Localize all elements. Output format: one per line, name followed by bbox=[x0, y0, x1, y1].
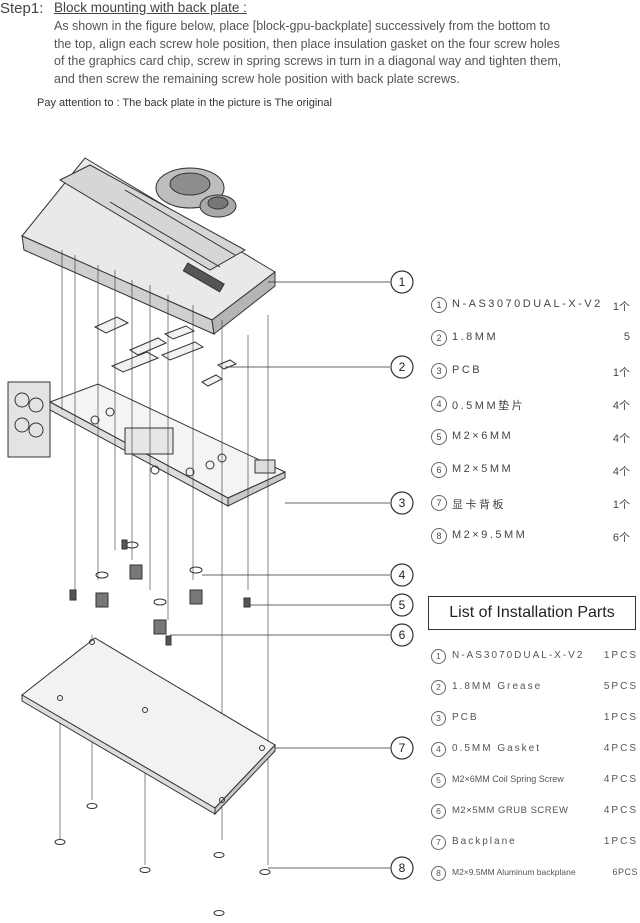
svg-text:8: 8 bbox=[399, 861, 406, 875]
list-item: 7 显卡背板 1个 bbox=[428, 493, 640, 513]
svg-text:3: 3 bbox=[399, 496, 406, 510]
notice-text: Pay attention to : The back plate in the… bbox=[37, 97, 332, 109]
instruction-line: the top, align each screw hole position,… bbox=[54, 36, 560, 51]
step-instructions: As shown in the figure below, place [blo… bbox=[54, 18, 640, 88]
installation-list-title: List of Installation Parts bbox=[428, 596, 636, 630]
list-item: 6 M2×5MM 4个 bbox=[428, 460, 640, 480]
list-item: 5 M2×6MM Coil Spring Screw 4PCS bbox=[428, 772, 640, 792]
list-item: 4 0.5MM Gasket 4PCS bbox=[428, 741, 640, 761]
water-block bbox=[21, 157, 276, 335]
svg-text:6: 6 bbox=[399, 628, 406, 642]
callout-7: 7 bbox=[390, 736, 414, 760]
list-item: 2 1.8MM 5 bbox=[428, 328, 640, 348]
callout-8: 8 bbox=[390, 856, 414, 880]
gaskets bbox=[95, 541, 203, 606]
list-item: 5 M2×6MM 4个 bbox=[428, 427, 640, 447]
svg-text:5: 5 bbox=[399, 598, 406, 612]
callout-6: 6 bbox=[390, 623, 414, 647]
list-item: 8 M2×9.5MM 6个 bbox=[428, 526, 640, 546]
step-label: Step1: bbox=[0, 0, 44, 17]
list-item: 7 Backplane 1PCS bbox=[428, 834, 640, 854]
list-item: 3 PCB 1PCS bbox=[428, 710, 640, 730]
grub-screws bbox=[69, 539, 251, 646]
spring-screws bbox=[95, 564, 203, 635]
callout-5: 5 bbox=[390, 593, 414, 617]
step-title: Block mounting with back plate : bbox=[54, 0, 247, 15]
backplate-screws bbox=[54, 803, 271, 916]
alignment-lines bbox=[59, 250, 269, 865]
list-item: 3 PCB 1个 bbox=[428, 361, 640, 381]
instruction-line: As shown in the figure below, place [blo… bbox=[54, 19, 551, 33]
instruction-line: of the graphics card chip, screw in spri… bbox=[54, 54, 562, 68]
list-item: 2 1.8MM Grease 5PCS bbox=[428, 679, 640, 699]
instruction-line: and then screw the remaining screw hole … bbox=[54, 71, 460, 86]
list-item: 1 N-AS3070DUAL-X-V2 1个 bbox=[428, 295, 640, 315]
svg-text:7: 7 bbox=[399, 741, 406, 755]
list-item: 8 M2×9.5MM Aluminum backplane 6PCS bbox=[428, 865, 640, 885]
svg-text:2: 2 bbox=[399, 360, 406, 374]
pcb bbox=[7, 381, 287, 507]
leader-lines bbox=[170, 281, 390, 869]
callout-1: 1 bbox=[390, 270, 414, 294]
callout-3: 3 bbox=[390, 491, 414, 515]
exploded-assembly-diagram: 1 2 3 4 5 6 7 8 bbox=[7, 157, 414, 916]
list-item: 1 N-AS3070DUAL-X-V2 1PCS bbox=[428, 648, 640, 668]
svg-text:1: 1 bbox=[399, 275, 406, 289]
callout-2: 2 bbox=[390, 355, 414, 379]
svg-text:4: 4 bbox=[399, 568, 406, 582]
list-item: 6 M2×5MM GRUB SCREW 4PCS bbox=[428, 803, 640, 823]
backplate bbox=[21, 637, 276, 816]
list-item: 4 0.5MM垫片 4个 bbox=[428, 394, 640, 414]
callout-4: 4 bbox=[390, 563, 414, 587]
